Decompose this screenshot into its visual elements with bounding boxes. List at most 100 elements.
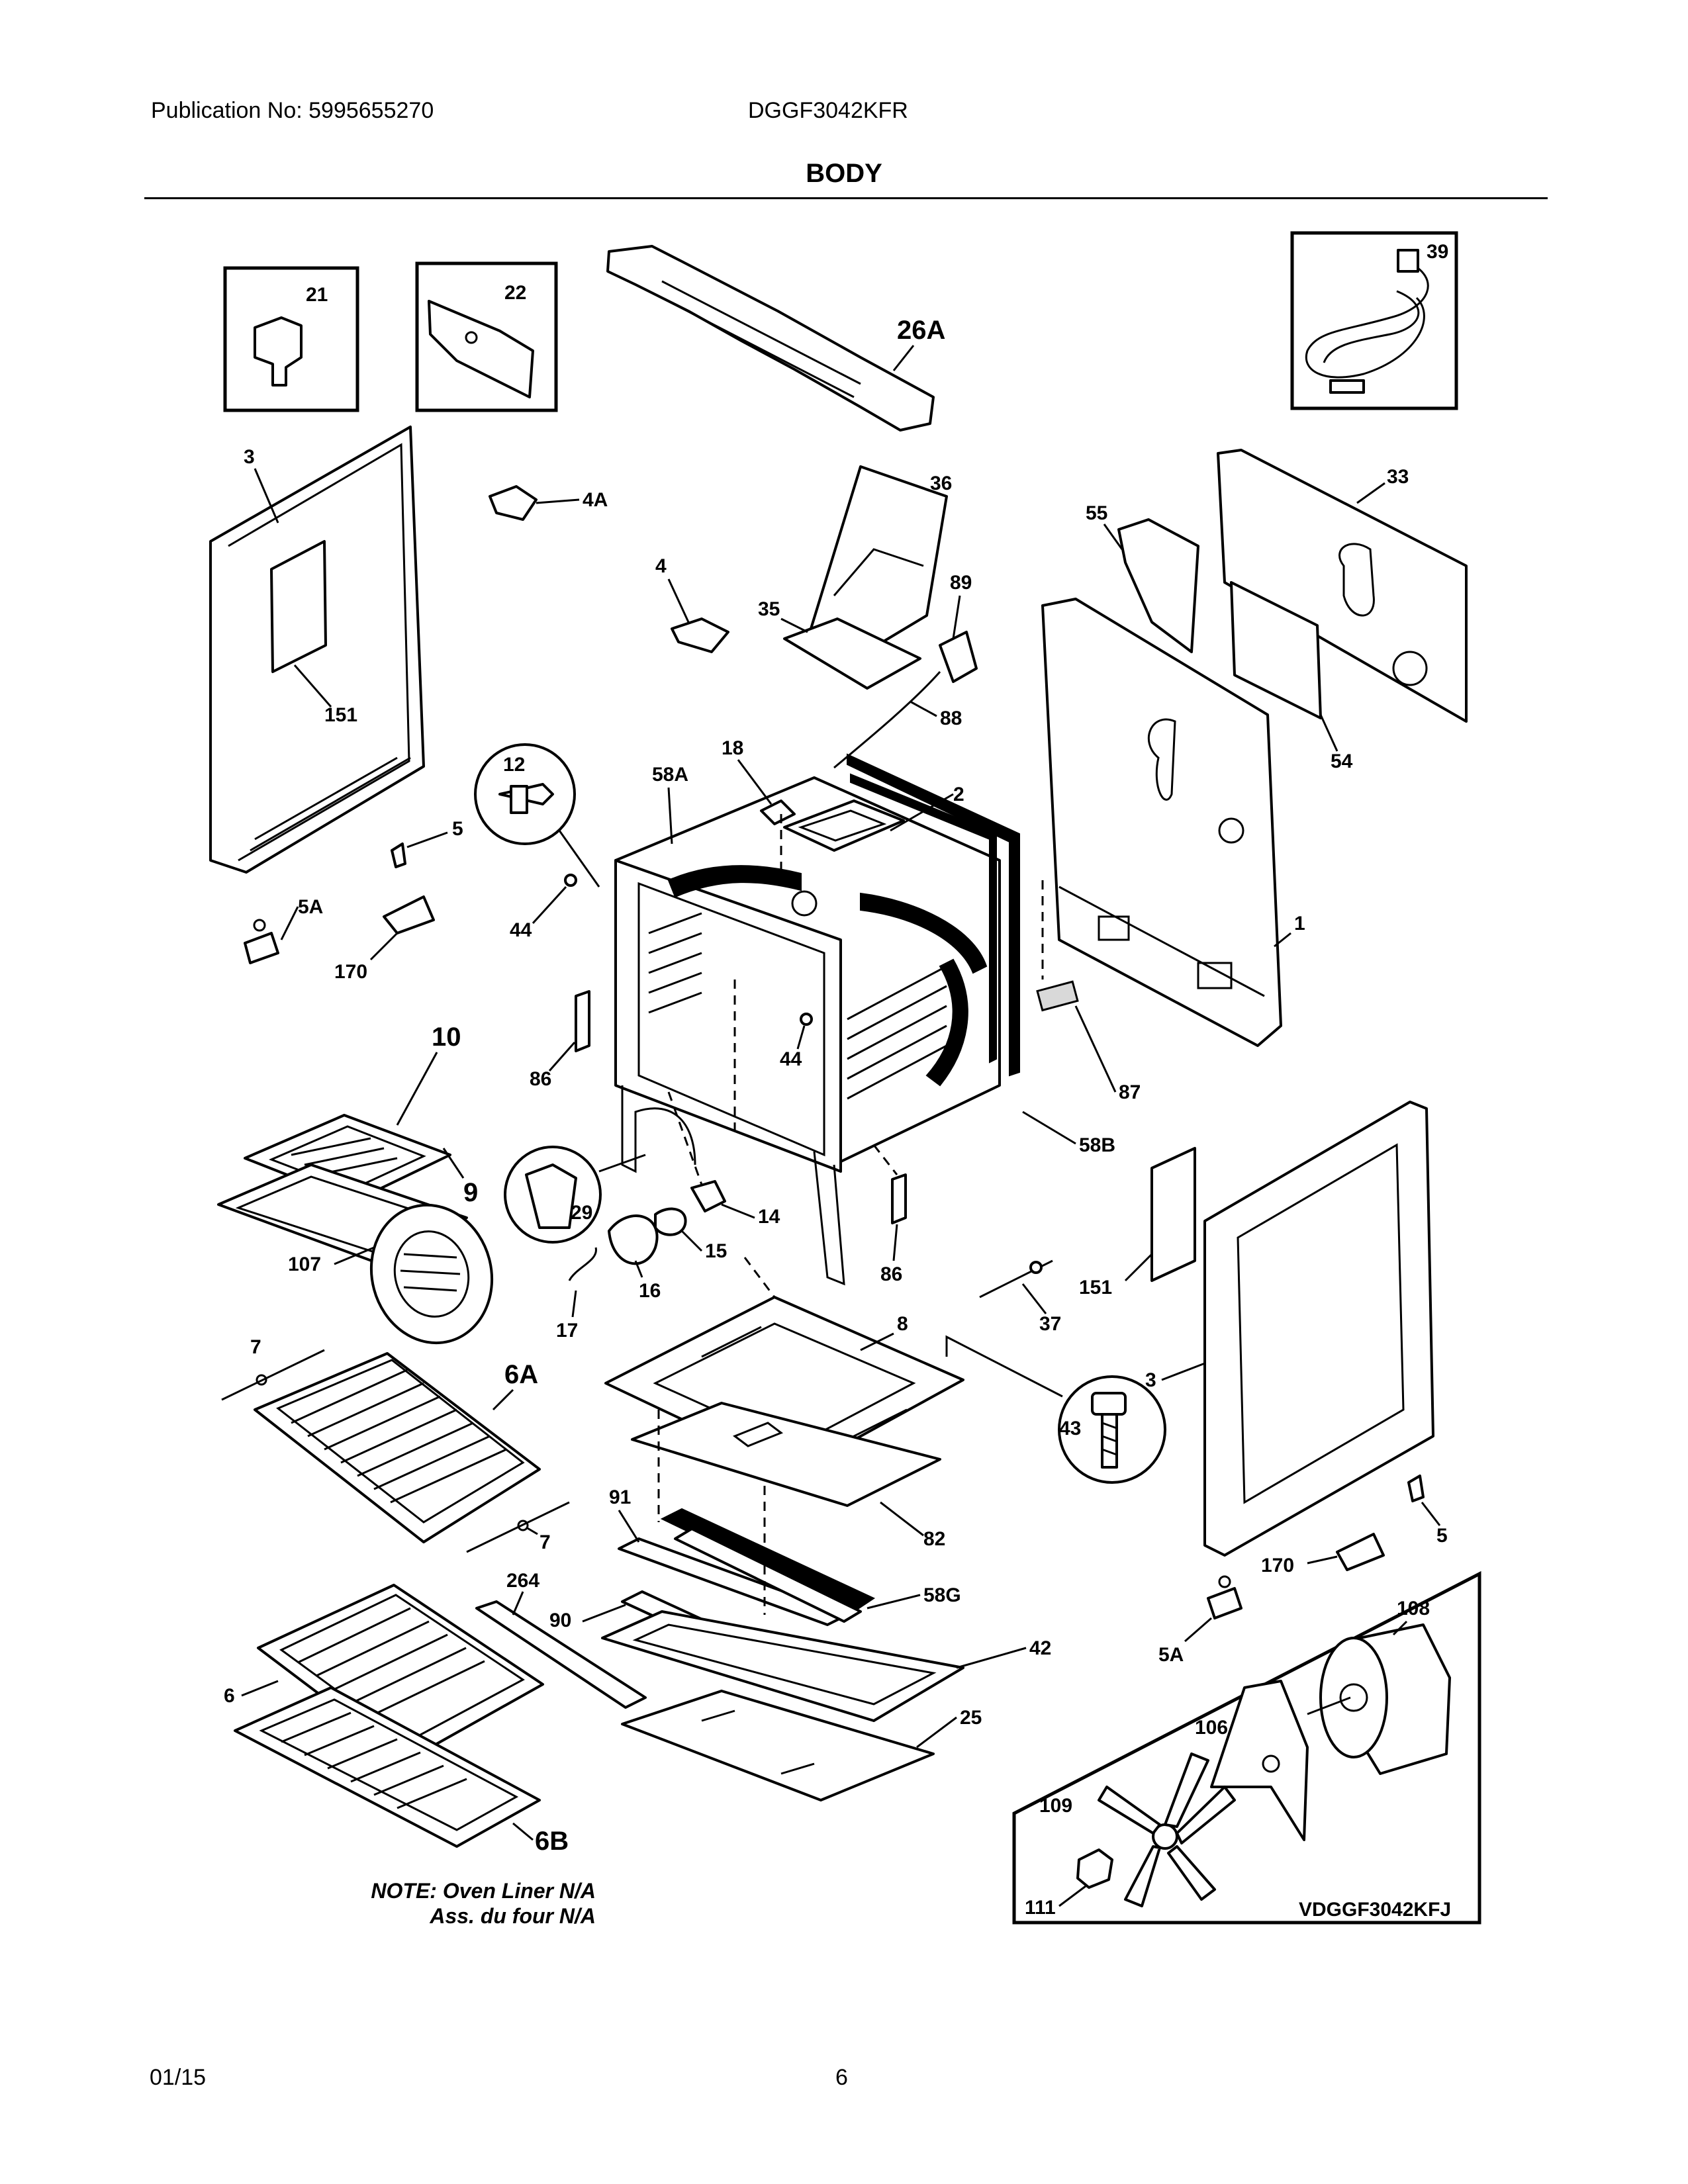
callout-8: 8 [897, 1313, 908, 1335]
part-37-wire: 37 [979, 1259, 1061, 1335]
callout-111: 111 [1025, 1897, 1056, 1919]
part-26A-top-rail: 26A [606, 245, 945, 432]
part-58B-gasket: 58B [847, 753, 1115, 1156]
part-10-broil-pan-insert: 10 [244, 1023, 461, 1203]
part-44-fasteners: 44 44 [510, 874, 813, 1070]
callout-4A: 4A [583, 489, 608, 511]
part-6A-oven-rack: 6A [254, 1352, 541, 1543]
callout-90: 90 [549, 1610, 571, 1631]
callout-170b: 170 [1261, 1555, 1294, 1576]
part-109-fan-blade: 109 [1039, 1754, 1236, 1907]
part-25-bottom-cover: 25 [621, 1690, 982, 1801]
callout-54: 54 [1331, 751, 1353, 772]
callout-82: 82 [923, 1528, 945, 1550]
section-title: BODY [806, 159, 882, 188]
header-rule [144, 197, 1548, 199]
callout-106: 106 [1195, 1717, 1228, 1739]
part-264-strip: 264 [475, 1570, 647, 1709]
callout-25: 25 [960, 1707, 982, 1729]
part-58G-insulation: 58G [660, 1508, 961, 1623]
callout-86b: 86 [880, 1263, 902, 1285]
part-108-fan-motor: 108 [1307, 1598, 1451, 1775]
callout-58G: 58G [923, 1584, 961, 1606]
part-111-fan-nut: 111 [1025, 1848, 1113, 1919]
callout-44b: 44 [780, 1048, 802, 1070]
callout-58B: 58B [1079, 1134, 1115, 1156]
part-151-left-bracket: 151 [270, 540, 357, 726]
callout-5Ab: 5A [1158, 1644, 1184, 1666]
callout-89: 89 [950, 572, 972, 594]
callout-33: 33 [1387, 466, 1409, 488]
inset-39-power-cord: 39 [1290, 231, 1458, 410]
callout-55: 55 [1086, 502, 1107, 524]
inset-reference-model: VDGGF3042KFJ [1299, 1899, 1451, 1921]
callout-5Aa: 5A [298, 896, 323, 918]
callout-44a: 44 [510, 919, 532, 941]
callout-87: 87 [1119, 1081, 1141, 1103]
part-55-back-cover: 55 [1086, 502, 1199, 653]
part-87-label: 87 [1036, 980, 1141, 1103]
part-1-back-wall: 1 [1041, 598, 1305, 1047]
inset-convection-fan: 108 106 109 111 VDGGF3042KFJ [1014, 1574, 1481, 1925]
part-7-rack-rails: 7 7 [222, 1336, 570, 1553]
callout-9: 9 [463, 1178, 478, 1207]
oven-liner-note: NOTE: Oven Liner N/A Ass. du four N/A [278, 1878, 596, 1929]
callout-39: 39 [1427, 241, 1448, 263]
callout-10: 10 [432, 1023, 461, 1052]
part-107-fan-cover: 107 [288, 1203, 494, 1345]
callout-15: 15 [705, 1240, 727, 1262]
callout-86a: 86 [530, 1068, 551, 1090]
callout-107: 107 [288, 1253, 321, 1275]
part-43-screw-inset: 43 [945, 1335, 1166, 1484]
callout-108: 108 [1397, 1598, 1430, 1619]
callout-4: 4 [655, 555, 667, 577]
callout-7a: 7 [250, 1336, 261, 1358]
inset-22: 22 [415, 261, 558, 412]
part-106-fan-bracket: 106 [1195, 1681, 1309, 1841]
part-5-5A-170-left: 5 5A 170 [244, 818, 463, 983]
callout-109: 109 [1039, 1795, 1072, 1817]
part-35-vent-base: 35 [758, 598, 921, 690]
part-58A-oven-cavity: 58A [614, 764, 1001, 1286]
callout-26A: 26A [897, 316, 945, 345]
callout-3b: 3 [1145, 1369, 1156, 1391]
part-54-bracket: 54 [1230, 581, 1353, 772]
callout-12: 12 [503, 754, 525, 776]
publication-number: Publication No: 5995655270 [151, 98, 434, 123]
callout-91: 91 [609, 1486, 631, 1508]
footer-date: 01/15 [150, 2065, 207, 2090]
part-12-sensor-inset: 12 [474, 743, 600, 887]
callout-36: 36 [930, 473, 952, 494]
part-5-5A-170-right: 5 170 5A [1158, 1475, 1448, 1666]
callout-21: 21 [306, 284, 328, 306]
callout-3a: 3 [244, 446, 255, 468]
part-42-bottom-tray: 42 [601, 1610, 1051, 1722]
note-line-1: NOTE: Oven Liner N/A [371, 1879, 596, 1903]
callout-7b: 7 [539, 1531, 551, 1553]
callout-42: 42 [1029, 1637, 1051, 1659]
callout-37: 37 [1039, 1313, 1061, 1335]
callout-18: 18 [722, 737, 743, 759]
callout-58A: 58A [652, 764, 688, 786]
callout-16: 16 [639, 1280, 661, 1302]
part-4A: 4A [489, 485, 608, 521]
callout-14: 14 [758, 1206, 780, 1228]
callout-151a: 151 [324, 704, 357, 726]
callout-17: 17 [556, 1320, 578, 1342]
footer-page-number: 6 [835, 2065, 848, 2090]
part-86-brackets: 86 86 [530, 990, 907, 1285]
callout-29: 29 [571, 1202, 592, 1224]
part-3-right-side-panel: 3 [1145, 1101, 1434, 1557]
callout-2: 2 [953, 784, 964, 805]
part-151-right-bracket: 151 [1079, 1147, 1196, 1298]
callout-1: 1 [1294, 913, 1305, 934]
callout-264: 264 [506, 1570, 539, 1592]
callout-43: 43 [1059, 1418, 1081, 1439]
callout-170a: 170 [334, 961, 367, 983]
callout-35: 35 [758, 598, 780, 620]
callout-151b: 151 [1079, 1277, 1112, 1298]
model-number: DGGF3042KFR [748, 98, 908, 123]
inset-21: 21 [223, 266, 359, 412]
part-6B-oven-rack: 6B [234, 1686, 569, 1856]
